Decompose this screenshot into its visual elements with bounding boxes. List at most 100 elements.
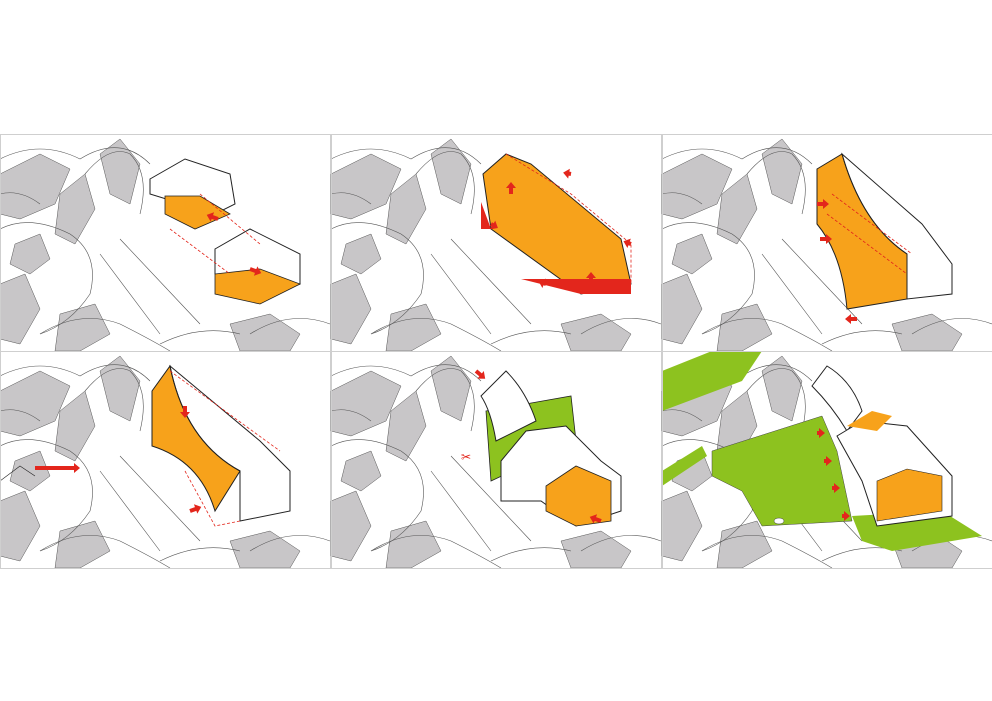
house-outline <box>149 158 236 215</box>
rock-shadow <box>99 138 141 205</box>
green-stairs <box>662 446 707 486</box>
rock-outline <box>430 238 532 335</box>
rock-outline <box>415 151 475 215</box>
arrow-shape <box>180 406 190 418</box>
rock-shadow <box>671 233 713 275</box>
rock-outline <box>159 330 241 345</box>
rock-shadow <box>54 303 111 352</box>
rock-outline <box>0 409 41 422</box>
rock-shadow <box>0 153 71 220</box>
rock-outline <box>761 238 863 335</box>
red-arrow <box>563 168 572 179</box>
orange-floor <box>164 195 231 230</box>
red-arrow <box>820 234 832 244</box>
rock-outline <box>746 151 806 215</box>
green-terrain <box>662 351 762 411</box>
rock-outline <box>911 318 992 335</box>
rock-shadow <box>0 370 71 437</box>
red-arrow <box>506 182 516 194</box>
dashed-guide <box>826 193 913 275</box>
arrow-shape <box>206 212 219 222</box>
rock-outline <box>661 222 755 335</box>
red-arrow <box>845 314 857 324</box>
rock-shadow <box>340 233 382 275</box>
rock-outline <box>661 192 703 205</box>
orange-gable <box>545 465 612 527</box>
rock-shadow <box>229 313 301 352</box>
rock-shadow <box>54 173 96 245</box>
panel-border <box>331 351 662 569</box>
green-lawn <box>711 415 853 527</box>
diagram-panel-2 <box>330 134 662 352</box>
rock-shadow <box>0 490 41 562</box>
arrow-shape <box>623 238 632 249</box>
rock-outline <box>249 535 331 552</box>
rock-outline <box>249 318 331 335</box>
red-arrow <box>817 199 829 209</box>
well-icon <box>773 517 785 525</box>
rock-outline <box>0 439 93 552</box>
red-arrow <box>189 504 202 514</box>
rock-shadow <box>385 173 427 245</box>
rock-shadow <box>716 520 773 569</box>
red-arrow <box>589 514 602 524</box>
rock-outline <box>580 535 662 552</box>
dashed-guide <box>505 153 632 284</box>
arrow-shape <box>506 182 516 194</box>
white-roof <box>480 370 537 442</box>
rock-outline <box>661 147 813 165</box>
rock-shadow <box>430 138 472 205</box>
house-outline <box>169 364 291 522</box>
rock-outline <box>330 192 372 205</box>
rock-outline <box>84 368 144 432</box>
rock-outline <box>701 535 833 569</box>
rock-outline <box>159 547 241 562</box>
arrow-shape <box>817 199 829 209</box>
rock-shadow <box>0 273 41 345</box>
arrow-shape <box>817 428 825 438</box>
arrow-shape <box>586 272 596 284</box>
panel-border <box>0 351 331 569</box>
rock-shadow <box>385 520 442 569</box>
red-arrow <box>249 266 262 276</box>
house-outline <box>841 152 953 300</box>
arrow-shape <box>474 369 486 379</box>
diagram-panel-6 <box>661 351 992 569</box>
arrow-shape <box>832 483 840 493</box>
rock-shadow <box>560 530 632 569</box>
red-arrow <box>490 220 498 230</box>
white-roof <box>811 365 863 432</box>
rock-outline <box>821 330 903 345</box>
rock-shadow <box>385 390 427 462</box>
red-arrow <box>538 278 547 289</box>
orange-facade <box>847 411 892 431</box>
rock-outline <box>746 368 806 432</box>
red-arrow <box>206 212 219 222</box>
arrow-shape <box>845 314 857 324</box>
red-arrow <box>474 369 486 379</box>
red-arrow <box>586 272 596 284</box>
scissors-icon: ✂ <box>461 450 471 464</box>
rock-shadow <box>716 173 758 245</box>
rock-outline <box>84 151 144 215</box>
rock-outline <box>0 192 41 205</box>
rock-outline <box>580 318 662 335</box>
arrow-shape <box>538 278 547 289</box>
rock-shadow <box>229 530 301 569</box>
rock-outline <box>99 455 201 552</box>
rock-outline <box>370 535 502 569</box>
red-arrow <box>842 511 850 521</box>
arrow-shape <box>249 266 262 276</box>
dashed-guide <box>169 370 281 527</box>
arrow-shape <box>490 220 498 230</box>
diagram-panel-3 <box>661 134 992 352</box>
panel-border <box>662 351 992 569</box>
rock-outline <box>330 439 424 552</box>
rock-outline <box>330 364 482 382</box>
orange-gable <box>876 468 943 522</box>
rock-outline <box>330 222 424 335</box>
orange-volume <box>482 153 632 295</box>
red-base <box>481 202 631 294</box>
arrow-shape <box>563 168 572 179</box>
